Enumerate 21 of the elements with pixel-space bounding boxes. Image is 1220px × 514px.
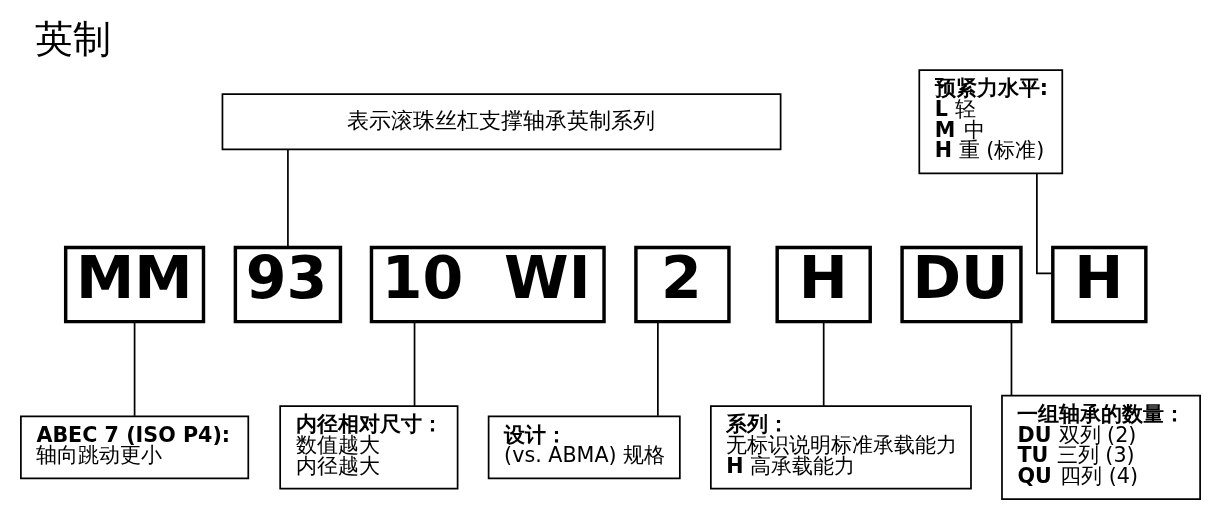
node-box: H [774, 245, 872, 324]
connector [822, 321, 825, 407]
connector [1010, 321, 1012, 397]
node-box: 一组轴承的数量： DU 双列 (2) TU 三列 (3) QU 四列 (4) [1000, 394, 1201, 500]
connector [413, 321, 415, 407]
node-box: 表示滚珠丝杠支撑轴承英制系列 [221, 93, 781, 151]
node-box: 2 [633, 245, 731, 324]
node-box: 93 [233, 245, 342, 324]
connector [286, 148, 289, 248]
node-box: 设计： (vs. ABMA) 规格 [487, 415, 681, 480]
node-box: DU [899, 245, 1023, 324]
node-box: ABEC 7 (ISO P4): 轴向跳动更小 [19, 415, 249, 480]
connector [656, 321, 659, 417]
node-box: MM [63, 245, 205, 324]
node-box: 系列： 无标识说明标准承载能力 H 高承载能力 [709, 405, 972, 490]
node-box: 预紧力水平: L 轻 M 中 H 重 (标准) [917, 69, 1063, 175]
diagram-title: 英制 [34, 17, 111, 62]
node-box: 内径相对尺寸： 数值越大 内径越大 [278, 405, 458, 490]
node-box: 10 WI [369, 245, 606, 324]
connector [133, 321, 135, 417]
node-box: H [1050, 245, 1148, 324]
